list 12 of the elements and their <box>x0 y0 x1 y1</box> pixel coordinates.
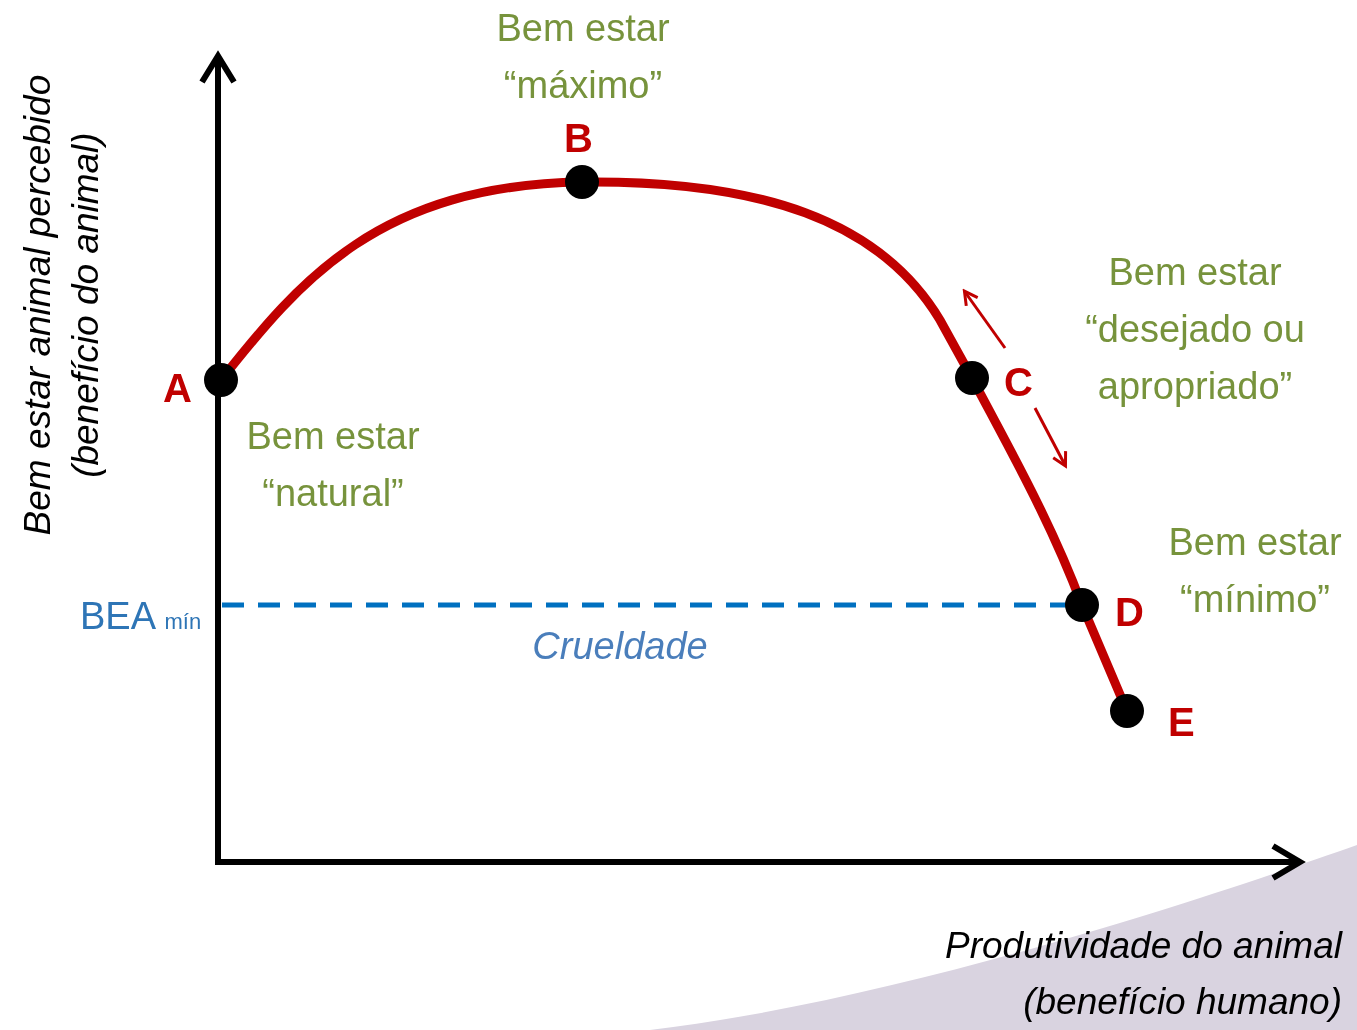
point-label: A <box>163 365 192 412</box>
annotation: Bem estar “desejado ou apropriado” <box>1084 250 1306 409</box>
region-label: Crueldade <box>531 624 709 669</box>
axis-title: Bem estar animal percebido (benefício do animal) <box>15 73 107 538</box>
point-label: D <box>1115 589 1144 636</box>
annotation: Bem estar “natural” <box>245 414 421 516</box>
axis-title: Produtividade do animal (benefício humano) <box>944 924 1342 1024</box>
point-label: E <box>1168 699 1195 746</box>
annotation: Bem estar “máximo” <box>495 6 671 108</box>
point-label: C <box>1004 359 1033 406</box>
point-label: B <box>564 115 593 162</box>
annotation: Bem estar “mínimo” <box>1167 520 1343 622</box>
